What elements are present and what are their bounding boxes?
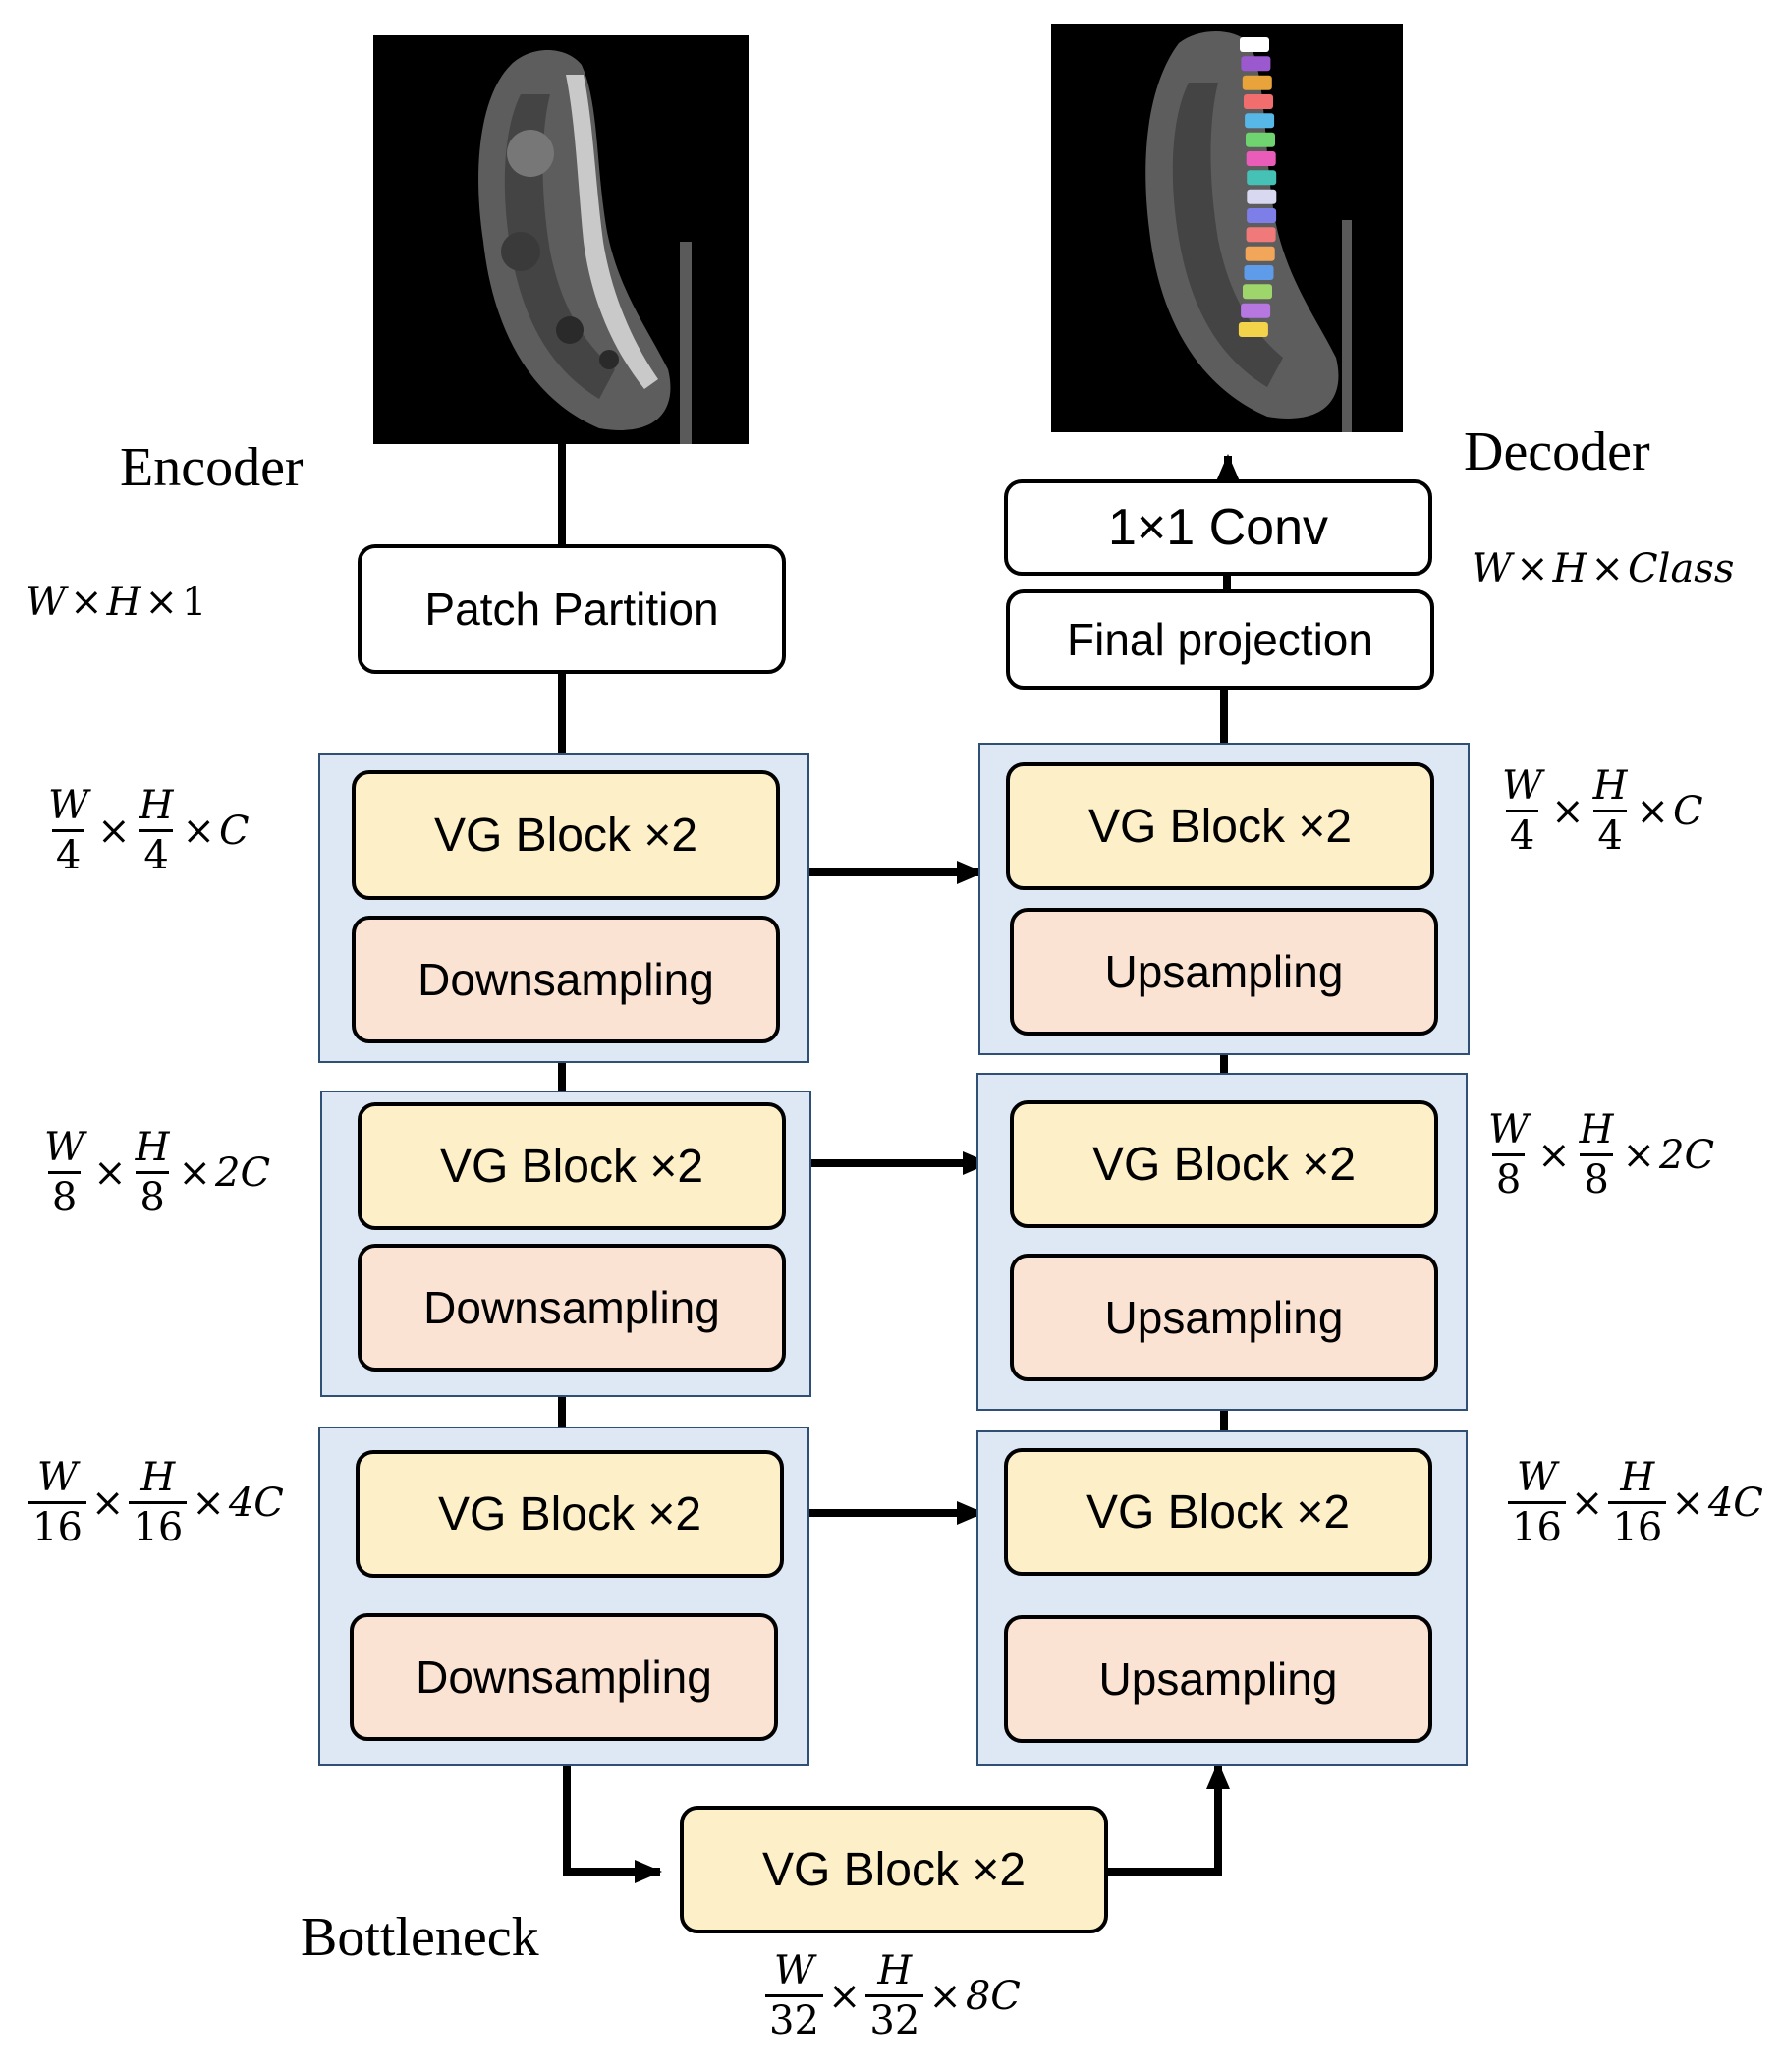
- vertebra-label-2: [1241, 56, 1271, 72]
- vertebra-label-14: [1243, 284, 1272, 300]
- input-ct-image: [373, 35, 749, 444]
- vertebra-label-16: [1238, 322, 1268, 337]
- vertebra-label-3: [1242, 75, 1272, 90]
- vertebra-labels: [1238, 37, 1277, 337]
- decoder-vg-block-3: VG Block ×2: [1004, 1448, 1432, 1576]
- decoder-heading: Decoder: [1464, 421, 1650, 482]
- bottleneck-vg-block: VG Block ×2: [680, 1806, 1108, 1933]
- encoder-heading: Encoder: [120, 437, 304, 498]
- decoder-upsampling-2: Upsampling: [1010, 1254, 1438, 1381]
- patch-partition-box: Patch Partition: [358, 544, 786, 674]
- vertebra-label-11: [1246, 227, 1276, 243]
- vertebra-label-15: [1241, 303, 1271, 318]
- decoder-upsampling-3: Upsampling: [1004, 1615, 1432, 1743]
- encoder-vg-block-1: VG Block ×2: [352, 770, 780, 900]
- vertebra-label-5: [1245, 113, 1275, 129]
- encoder-downsampling-2: Downsampling: [358, 1244, 786, 1372]
- output-dimension: W×H×Class: [1472, 546, 1735, 591]
- vertebra-label-8: [1247, 170, 1277, 186]
- vertebra-label-13: [1244, 265, 1274, 280]
- output-segmentation-image: [1051, 24, 1403, 432]
- final-projection-box: Final projection: [1006, 589, 1434, 690]
- decoder-vg-block-1: VG Block ×2: [1006, 762, 1434, 890]
- vertebra-label-4: [1244, 94, 1273, 109]
- vertebra-label-7: [1246, 151, 1276, 166]
- vertebra-label-6: [1246, 132, 1275, 147]
- decoder-upsampling-1: Upsampling: [1010, 908, 1438, 1036]
- vertebra-label-9: [1247, 189, 1277, 204]
- vertebra-label-10: [1247, 208, 1277, 223]
- encoder-to-bottleneck-arrow: [563, 1744, 662, 1883]
- vertebra-label-12: [1245, 246, 1275, 261]
- bottleneck-heading: Bottleneck: [301, 1907, 539, 1968]
- output-segmentation-drawing: [1051, 24, 1403, 432]
- conv-1x1-box: 1×1 Conv: [1004, 479, 1432, 576]
- vertebra-label-1: [1240, 37, 1269, 52]
- encoder-vg-block-3: VG Block ×2: [356, 1450, 784, 1578]
- bottleneck-to-decoder-arrow: [1108, 1762, 1230, 1876]
- encoder-downsampling-1: Downsampling: [352, 916, 780, 1043]
- input-dimension: W×H×1: [26, 580, 207, 625]
- encoder-downsampling-3: Downsampling: [350, 1613, 778, 1741]
- input-ct-drawing: [373, 35, 749, 444]
- encoder-vg-block-2: VG Block ×2: [358, 1102, 786, 1230]
- decoder-vg-block-2: VG Block ×2: [1010, 1100, 1438, 1228]
